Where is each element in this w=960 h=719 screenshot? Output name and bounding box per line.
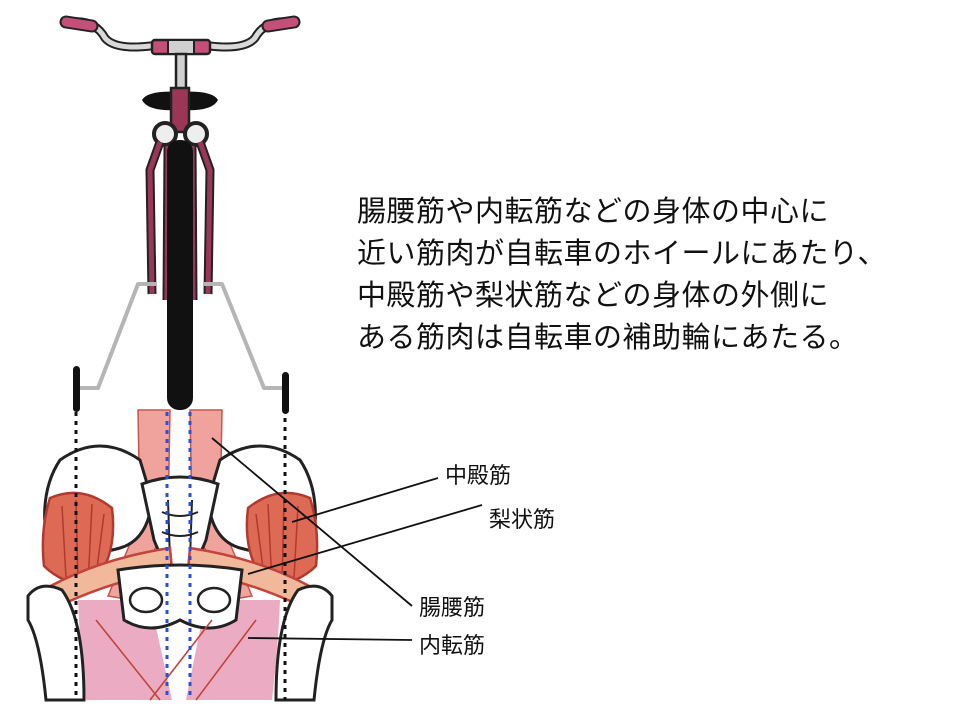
right-grip-color bbox=[263, 17, 299, 31]
right-fork-color bbox=[191, 145, 196, 301]
right-training-wheel-arm bbox=[204, 282, 282, 390]
leader-line-gluteus-medius bbox=[291, 477, 439, 523]
leader-lines bbox=[211, 437, 483, 641]
right-frame-tube-color bbox=[197, 141, 213, 295]
label-iliopsoas: 腸腰筋 bbox=[419, 596, 486, 621]
left-obturator-foramen bbox=[128, 586, 164, 614]
caption-line-3: 中殿筋や梨状筋などの身体の外側に bbox=[357, 278, 830, 312]
explanation-caption: 腸腰筋や内転筋などの身体の中心に 近い筋肉が自転車のホイールにあたり、 中殿筋や… bbox=[357, 190, 887, 358]
pelvis-anatomy bbox=[26, 409, 334, 702]
left-femur bbox=[26, 584, 86, 702]
right-headlight bbox=[183, 121, 209, 147]
leader-line-adductor bbox=[247, 637, 413, 641]
left-grip-color bbox=[61, 17, 97, 31]
left-frame-tube-color bbox=[147, 141, 163, 295]
left-training-wheel bbox=[73, 366, 80, 412]
caption-line-2: 近い筋肉が自転車のホイールにあたり、 bbox=[357, 236, 887, 270]
caption-line-4: ある筋肉は自転車の補助輪にあたる。 bbox=[357, 320, 859, 354]
front-wheel-tire bbox=[167, 140, 193, 410]
bicycle bbox=[59, 15, 301, 414]
right-obturator-foramen bbox=[196, 586, 232, 614]
adductor-detail bbox=[95, 619, 257, 701]
label-adductor: 内転筋 bbox=[419, 634, 486, 659]
head-tube bbox=[169, 86, 191, 134]
label-piriformis: 梨状筋 bbox=[489, 508, 556, 533]
left-fork-color bbox=[164, 145, 169, 301]
gluteus-fibers-right bbox=[255, 499, 299, 585]
leader-line-piriformis bbox=[247, 504, 483, 575]
left-headlight bbox=[152, 121, 178, 147]
left-training-wheel-arm bbox=[80, 282, 156, 390]
right-training-wheel bbox=[282, 372, 289, 414]
stem-clamp-center bbox=[167, 39, 195, 55]
label-gluteus-medius: 中殿筋 bbox=[445, 464, 512, 489]
right-femur bbox=[274, 584, 334, 702]
leader-line-iliopsoas bbox=[211, 437, 413, 607]
caption-line-1: 腸腰筋や内転筋などの身体の中心に bbox=[357, 194, 830, 228]
guide-lines bbox=[74, 412, 287, 700]
